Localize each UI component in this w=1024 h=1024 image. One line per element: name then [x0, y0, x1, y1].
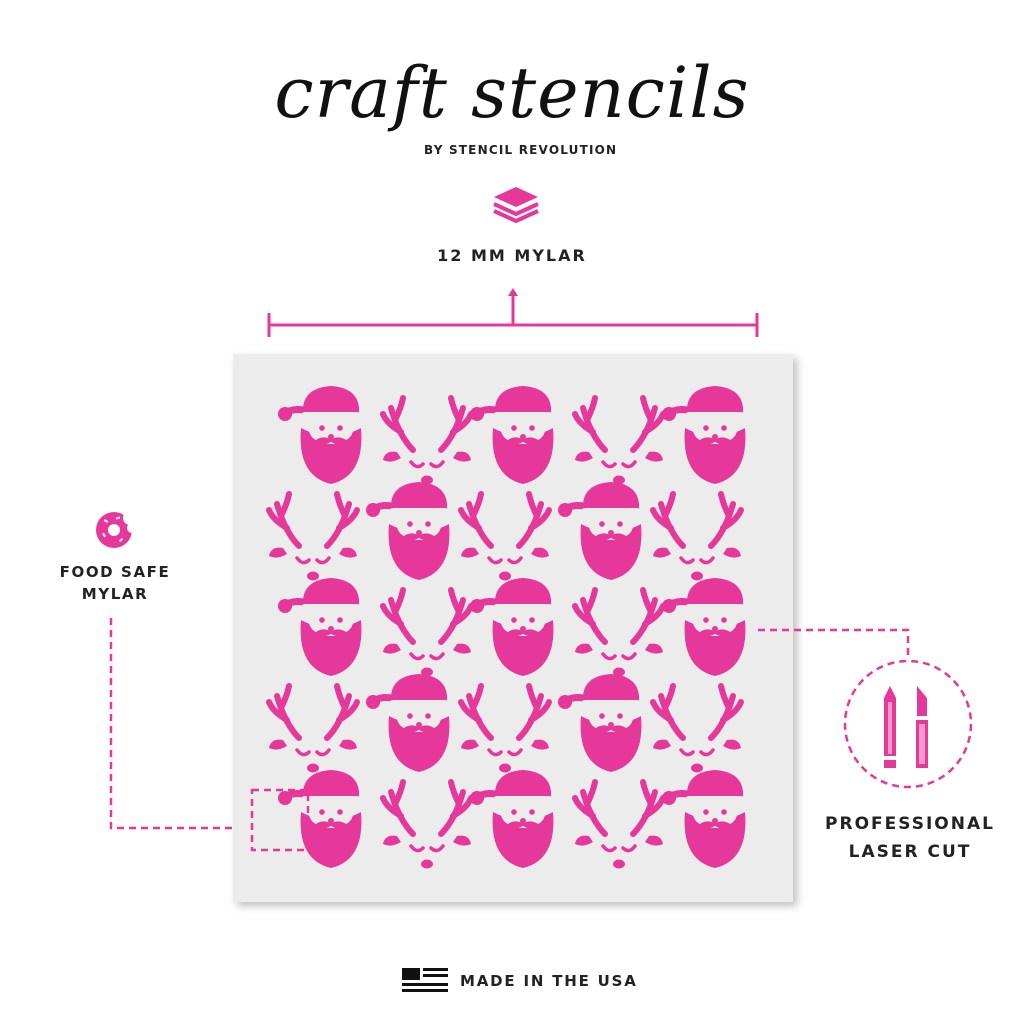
santa-cutout	[662, 578, 746, 676]
brand-subtitle: BY STENCIL REVOLUTION	[424, 143, 618, 157]
reindeer-cutout	[458, 683, 552, 773]
reindeer-cutout	[458, 491, 552, 581]
reindeer-cutout	[572, 587, 666, 677]
santa-cutout	[470, 386, 554, 484]
flag-icon	[402, 968, 448, 992]
reindeer-cutout	[266, 683, 360, 773]
laser-cut-line1: PROFESSIONAL	[825, 814, 995, 834]
santa-cutout	[558, 482, 642, 580]
layers-icon	[493, 187, 539, 223]
pencil-knife-icon	[884, 686, 928, 768]
santa-cutout	[662, 770, 746, 868]
santa-cutout	[366, 482, 450, 580]
stencil-sheet	[233, 354, 793, 902]
detail-highlight-box	[250, 788, 310, 852]
donut-icon	[96, 511, 137, 548]
food-safe-label: FOOD SAFE MYLAR	[40, 561, 190, 605]
santa-cutout	[278, 578, 362, 676]
reindeer-cutout	[572, 779, 666, 869]
thickness-label: 12 MM MYLAR	[437, 246, 587, 265]
food-safe-line2: MYLAR	[81, 585, 149, 603]
width-dimension-bracket	[267, 288, 759, 337]
reindeer-cutout	[380, 587, 474, 677]
brand-title: craft stencils	[274, 52, 750, 134]
reindeer-cutout	[380, 779, 474, 869]
santa-cutout	[366, 674, 450, 772]
reindeer-cutout	[650, 491, 744, 581]
santa-cutout	[278, 770, 362, 868]
laser-detail-circle	[843, 659, 973, 789]
laser-cut-label: PROFESSIONAL LASER CUT	[812, 810, 1008, 866]
reindeer-cutout	[266, 491, 360, 581]
santa-cutout	[470, 770, 554, 868]
food-safe-line1: FOOD SAFE	[59, 563, 171, 581]
reindeer-cutout	[650, 683, 744, 773]
laser-cut-line2: LASER CUT	[848, 842, 972, 862]
made-in-usa-label: MADE IN THE USA	[460, 972, 638, 990]
santa-cutout	[558, 674, 642, 772]
santa-cutout	[278, 386, 362, 484]
stencil-pattern	[266, 386, 746, 869]
reindeer-cutout	[572, 395, 666, 485]
santa-cutout	[662, 386, 746, 484]
santa-cutout	[470, 578, 554, 676]
